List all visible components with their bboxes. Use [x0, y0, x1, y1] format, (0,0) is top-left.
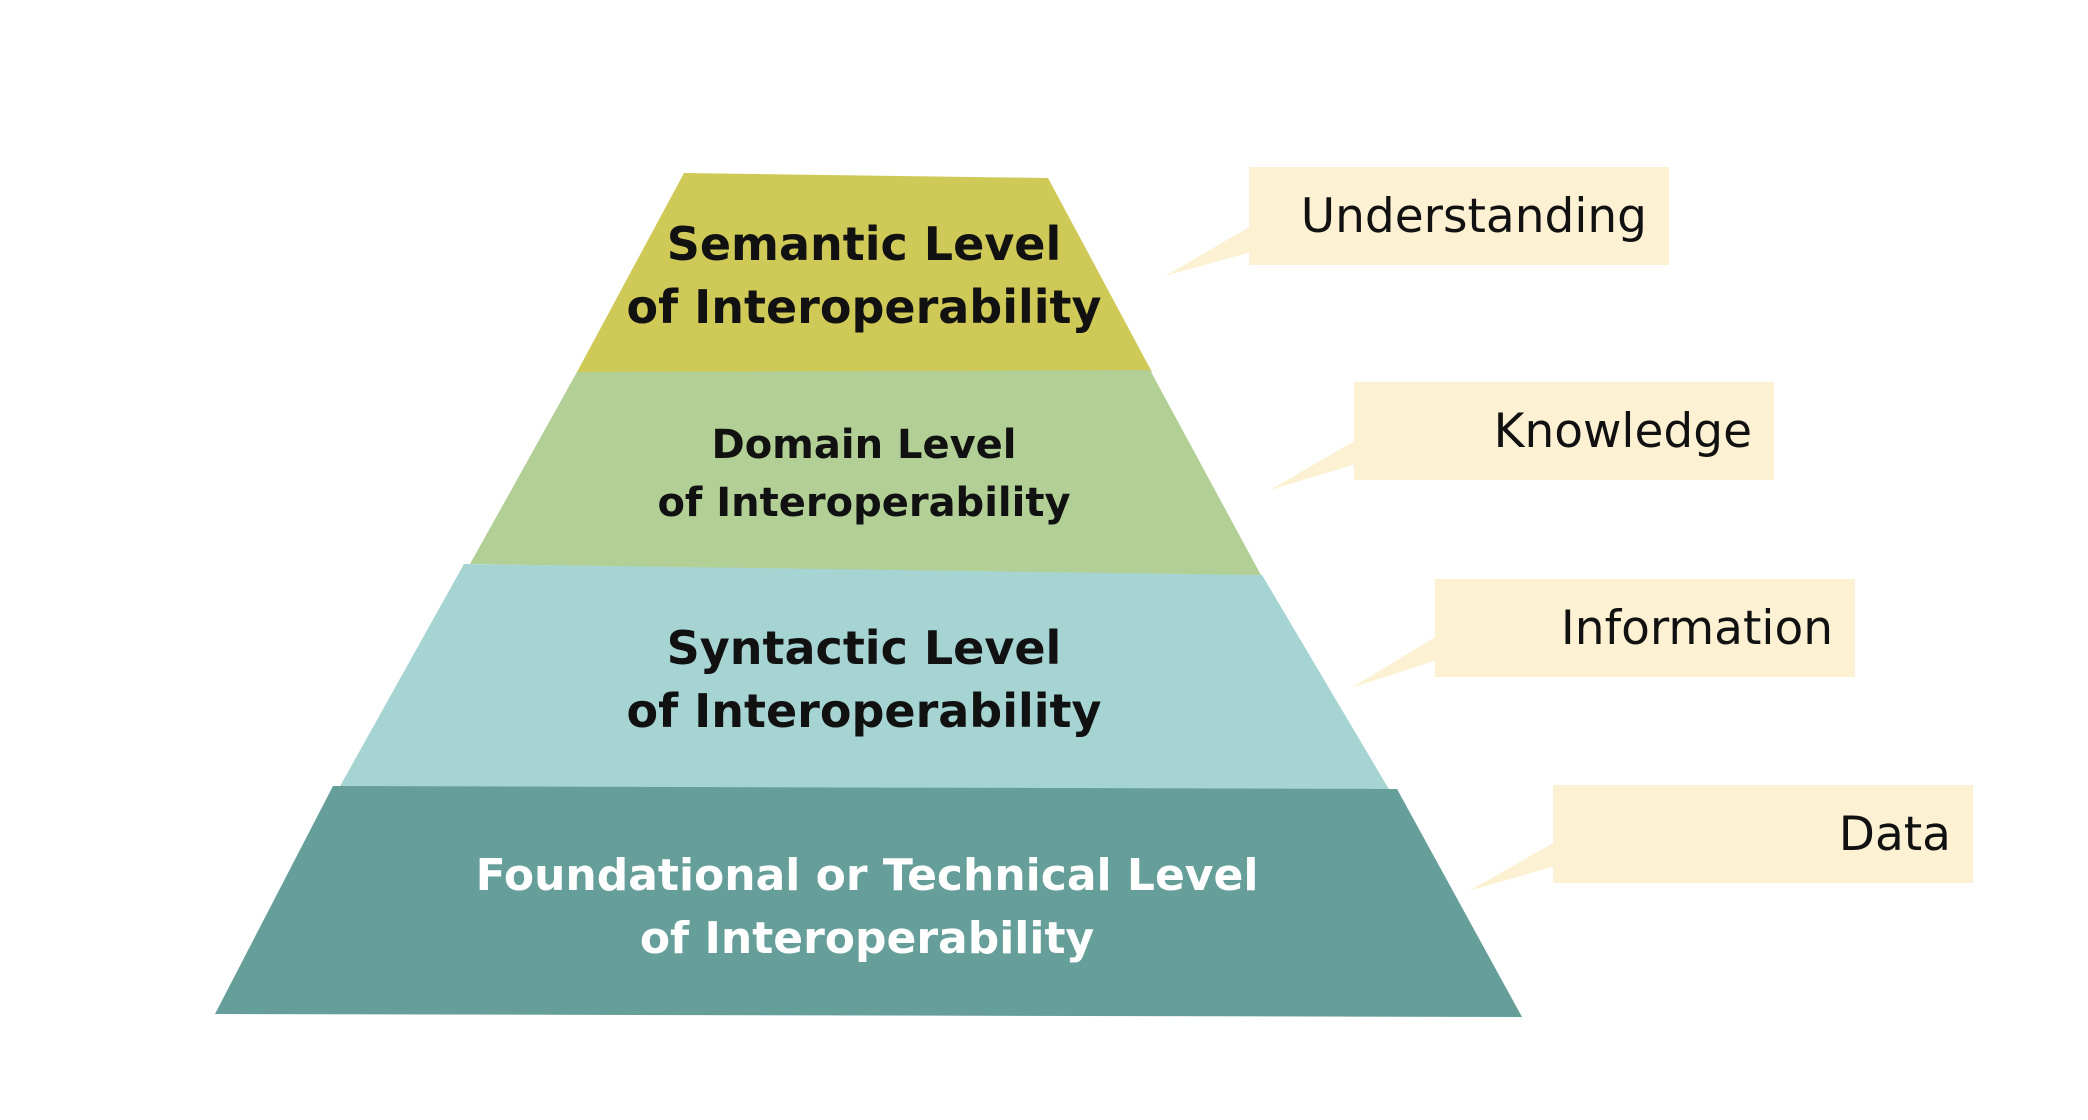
pyramid-level-domain-shape	[470, 370, 1262, 577]
pyramid-level-domain: Domain Level of Interoperability	[470, 370, 1262, 577]
callout-data-label: Data	[1839, 807, 1951, 862]
callout-information-label: Information	[1561, 601, 1833, 656]
pyramid-level-foundational-title: Foundational or Technical Level	[476, 850, 1259, 901]
pyramid-level-domain-subtitle: of Interoperability	[657, 480, 1070, 526]
callout-understanding: Understanding	[1165, 167, 1669, 276]
callouts: Understanding Knowledge Information Data	[1165, 167, 1973, 891]
pyramid-level-foundational-shape	[215, 786, 1522, 1017]
pyramid-level-semantic-title: Semantic Level	[667, 217, 1062, 271]
callout-knowledge: Knowledge	[1270, 382, 1774, 490]
callout-understanding-label: Understanding	[1301, 189, 1647, 244]
pyramid-level-syntactic-shape	[339, 564, 1390, 791]
pyramid-level-foundational-subtitle: of Interoperability	[640, 913, 1094, 964]
pyramid-level-syntactic-subtitle: of Interoperability	[626, 684, 1101, 738]
pyramid-level-syntactic-title: Syntactic Level	[667, 621, 1062, 675]
callout-information: Information	[1351, 579, 1855, 688]
pyramid-level-syntactic: Syntactic Level of Interoperability	[339, 564, 1390, 791]
callout-understanding-box	[1249, 167, 1669, 265]
callout-information-box	[1435, 579, 1855, 677]
callout-knowledge-box	[1354, 382, 1774, 480]
callout-understanding-pointer	[1165, 226, 1251, 276]
callout-information-pointer	[1351, 636, 1437, 688]
pyramid: Semantic Level of Interoperability Domai…	[215, 173, 1522, 1017]
callout-data: Data	[1469, 785, 1973, 891]
pyramid-level-semantic: Semantic Level of Interoperability	[577, 173, 1152, 372]
pyramid-level-semantic-subtitle: of Interoperability	[626, 280, 1101, 334]
pyramid-level-foundational: Foundational or Technical Level of Inter…	[215, 786, 1522, 1017]
pyramid-level-semantic-shape	[577, 173, 1152, 372]
callout-data-pointer	[1469, 842, 1555, 891]
callout-knowledge-pointer	[1270, 440, 1356, 490]
callout-data-box	[1553, 785, 1973, 883]
callout-knowledge-label: Knowledge	[1494, 404, 1752, 459]
pyramid-level-domain-title: Domain Level	[712, 422, 1017, 468]
